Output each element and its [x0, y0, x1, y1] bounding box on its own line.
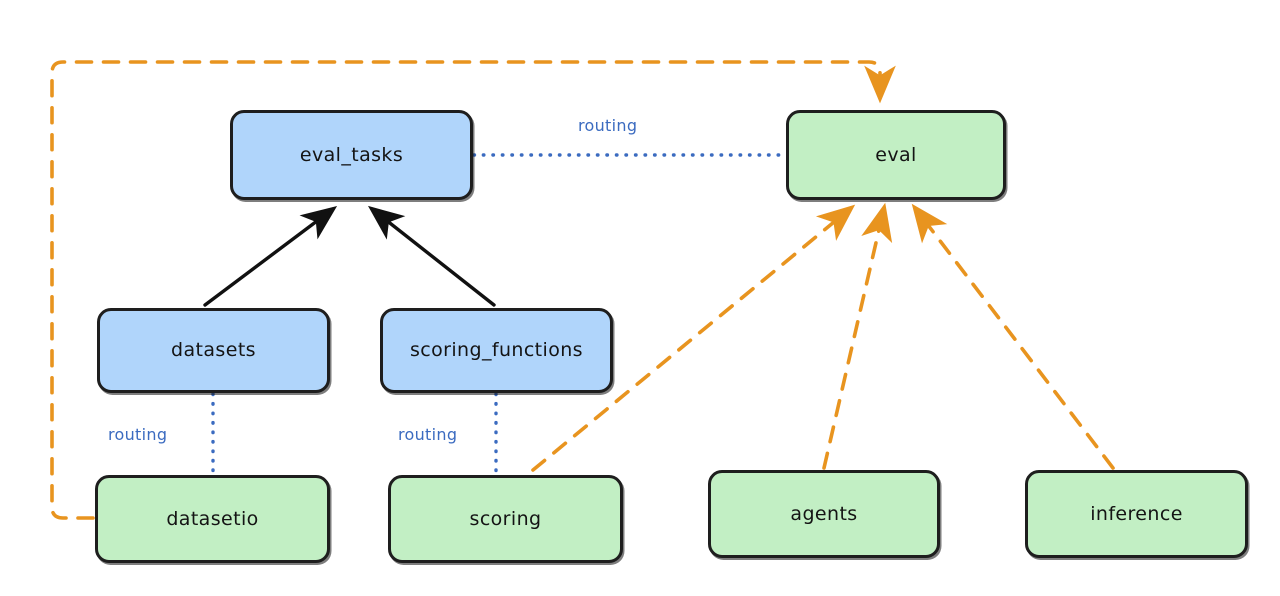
node-eval-tasks[interactable]: eval_tasks [230, 110, 473, 200]
provider-edges [50, 60, 1115, 520]
node-inference[interactable]: inference [1025, 470, 1248, 558]
node-scoring-functions[interactable]: scoring_functions [380, 308, 613, 393]
node-scoring[interactable]: scoring [388, 475, 623, 563]
node-datasetio[interactable]: datasetio [95, 475, 330, 563]
edge-datasets-to-eval-tasks [203, 205, 338, 307]
edge-datasetio-to-eval [50, 60, 896, 520]
node-label: datasets [171, 339, 256, 362]
edge-agents-to-eval [822, 202, 893, 470]
edge-label-routing-datasets-datasetio: routing [108, 425, 168, 444]
edge-label-routing-eval-tasks-eval: routing [578, 116, 638, 135]
node-agents[interactable]: agents [708, 470, 940, 558]
node-eval[interactable]: eval [786, 110, 1006, 200]
node-label: agents [790, 502, 858, 525]
node-label: datasetio [166, 507, 259, 530]
edge-label-routing-scoring-functions-scoring: routing [398, 425, 458, 444]
edge-scoring-to-eval [531, 204, 856, 472]
dependency-edges [203, 205, 496, 307]
edge-inference-to-eval [911, 203, 1115, 470]
node-label: scoring [469, 507, 542, 530]
node-label: eval [875, 143, 917, 166]
edge-scoring-functions-to-eval-tasks [367, 205, 496, 307]
node-datasets[interactable]: datasets [97, 308, 330, 393]
node-label: inference [1090, 502, 1183, 525]
node-label: scoring_functions [410, 339, 583, 362]
node-label: eval_tasks [299, 143, 404, 166]
routing-edges [211, 153, 787, 476]
